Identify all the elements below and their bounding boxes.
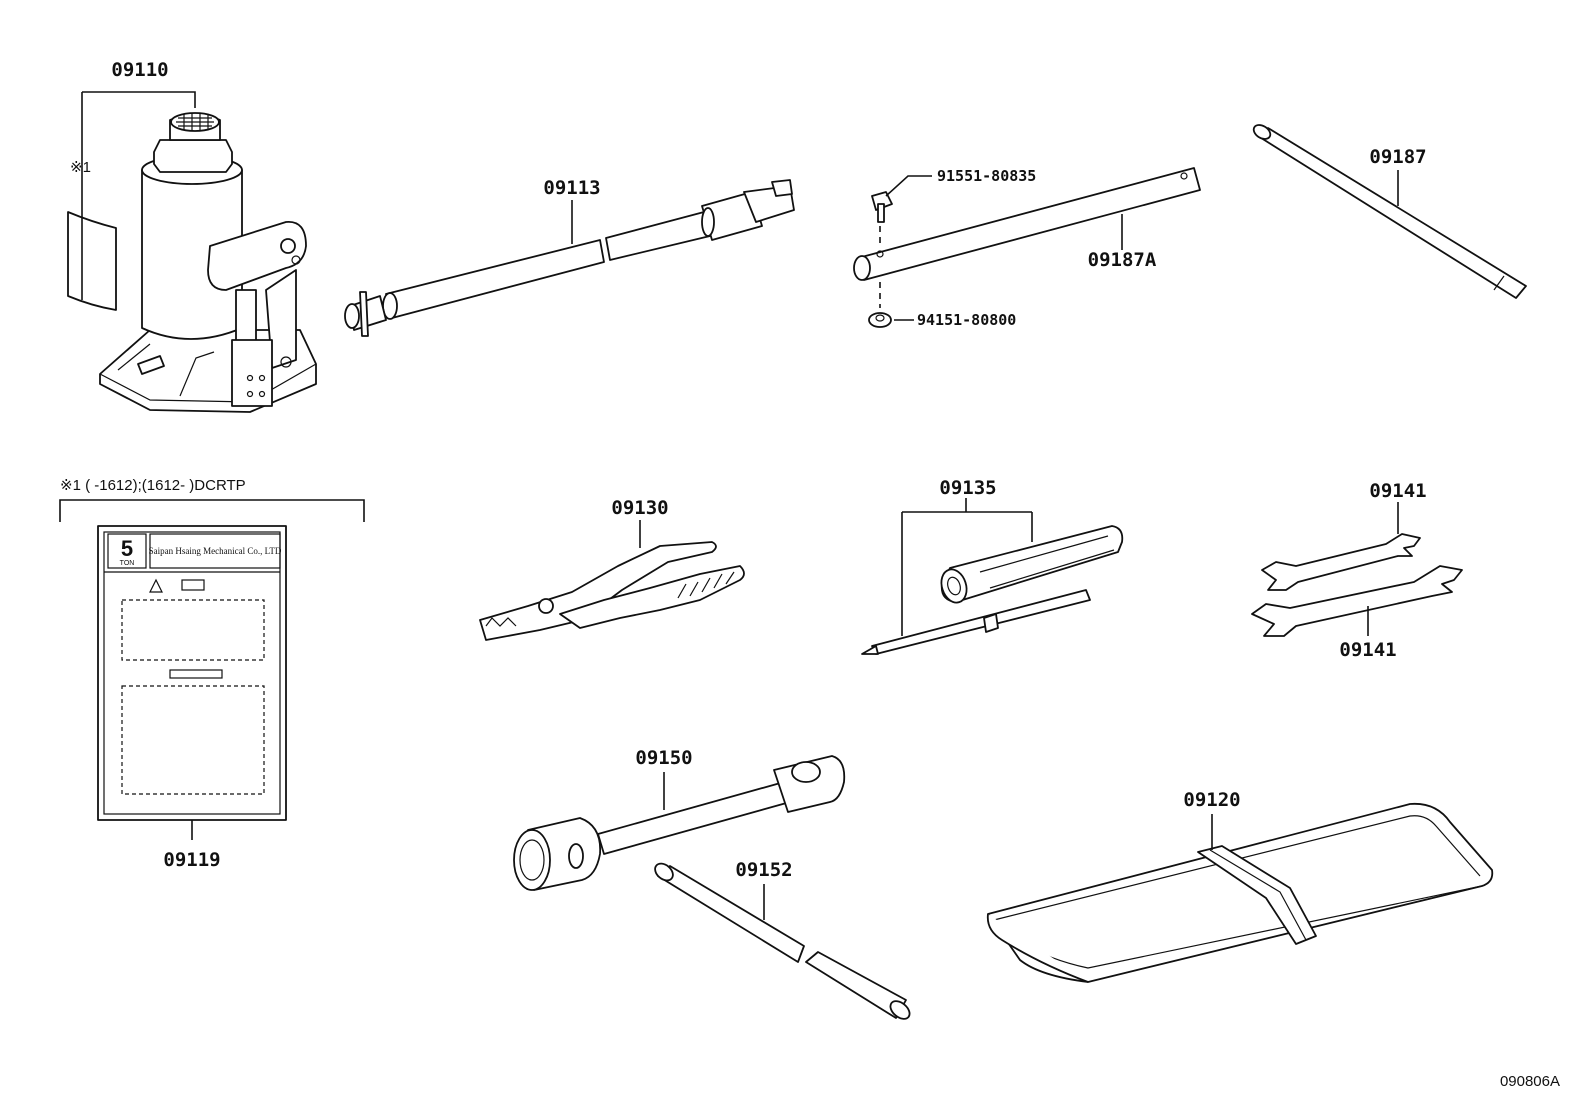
- diagram-code: 090806A: [1500, 1073, 1560, 1090]
- screwdriver[interactable]: [861, 525, 1124, 655]
- callout-09152[interactable]: 09152: [735, 859, 792, 881]
- callout-09113[interactable]: 09113: [543, 177, 600, 199]
- wrench-upper[interactable]: [1261, 533, 1421, 591]
- callout-09120[interactable]: 09120: [1183, 789, 1240, 811]
- callout-09150[interactable]: 09150: [635, 747, 692, 769]
- footnote-marker: ※1: [70, 159, 91, 176]
- callout-09187[interactable]: 09187: [1369, 146, 1426, 168]
- lug-wrench[interactable]: [513, 755, 846, 891]
- callout-91551-80835[interactable]: 91551-80835: [937, 167, 1036, 185]
- callout-09141-upper[interactable]: 09141: [1369, 480, 1426, 502]
- bottle-jack[interactable]: [67, 112, 317, 413]
- callout-09110[interactable]: 09110: [111, 59, 168, 81]
- plate-unit: TON: [120, 560, 135, 567]
- extension-rod[interactable]: [1251, 122, 1527, 299]
- footnote-text: ※1 ( -1612);(1612- )DCRTP: [60, 477, 246, 494]
- callout-09187A[interactable]: 09187A: [1088, 249, 1157, 271]
- callout-09119[interactable]: 09119: [163, 849, 220, 871]
- callout-09135[interactable]: 09135: [939, 477, 996, 499]
- plate-capacity: 5: [121, 536, 133, 561]
- nut-94151-80800[interactable]: [868, 312, 892, 328]
- wrench-lower[interactable]: [1251, 565, 1463, 637]
- callout-94151-80800[interactable]: 94151-80800: [917, 311, 1016, 329]
- pliers[interactable]: [479, 541, 745, 641]
- handle-extension[interactable]: [853, 167, 1201, 281]
- tool-bag[interactable]: [986, 802, 1494, 983]
- callout-09141-lower[interactable]: 09141: [1339, 639, 1396, 661]
- bolt-91551-80835[interactable]: [871, 191, 893, 223]
- warning-label-09119[interactable]: 5 TON Saipan Hsaing Mechanical Co., LTD: [97, 525, 287, 821]
- callout-09130[interactable]: 09130: [611, 497, 668, 519]
- jack-handle[interactable]: [344, 179, 795, 337]
- lug-bar[interactable]: [652, 860, 913, 1022]
- plate-maker: Saipan Hsaing Mechanical Co., LTD: [149, 546, 282, 556]
